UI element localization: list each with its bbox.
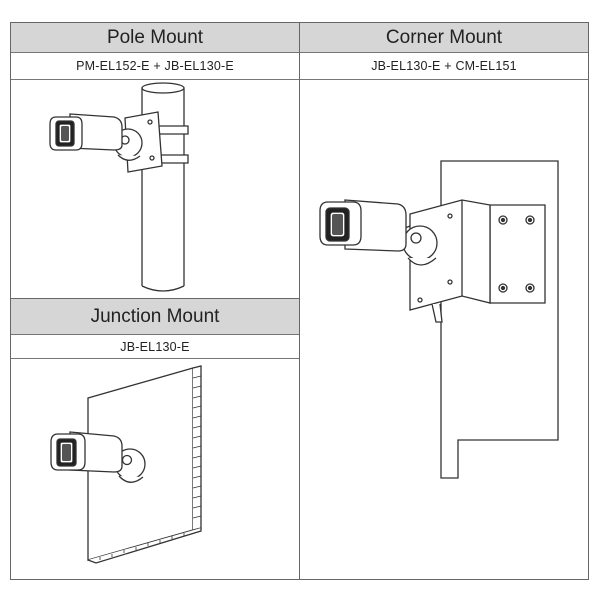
corner-mount-header: Corner Mount — [300, 23, 588, 53]
junction-mount-models-row: JB-EL130-E — [11, 335, 299, 359]
column-divider — [299, 22, 300, 580]
corner-mount-models-row: JB-EL130-E + CM-EL151 — [300, 53, 588, 80]
corner-mount-title: Corner Mount — [385, 26, 503, 48]
junction-mount-header: Junction Mount — [11, 299, 299, 335]
junction-mount-models: JB-EL130-E — [120, 339, 190, 354]
pole-mount-title: Pole Mount — [106, 26, 204, 48]
pole-mount-header: Pole Mount — [11, 23, 299, 53]
corner-mount-models: JB-EL130-E + CM-EL151 — [371, 59, 517, 73]
row-divider — [11, 298, 299, 299]
pole-mount-models-row: PM-EL152-E + JB-EL130-E — [11, 53, 299, 80]
pole-mount-models: PM-EL152-E + JB-EL130-E — [76, 59, 234, 73]
junction-mount-title: Junction Mount — [90, 305, 220, 327]
